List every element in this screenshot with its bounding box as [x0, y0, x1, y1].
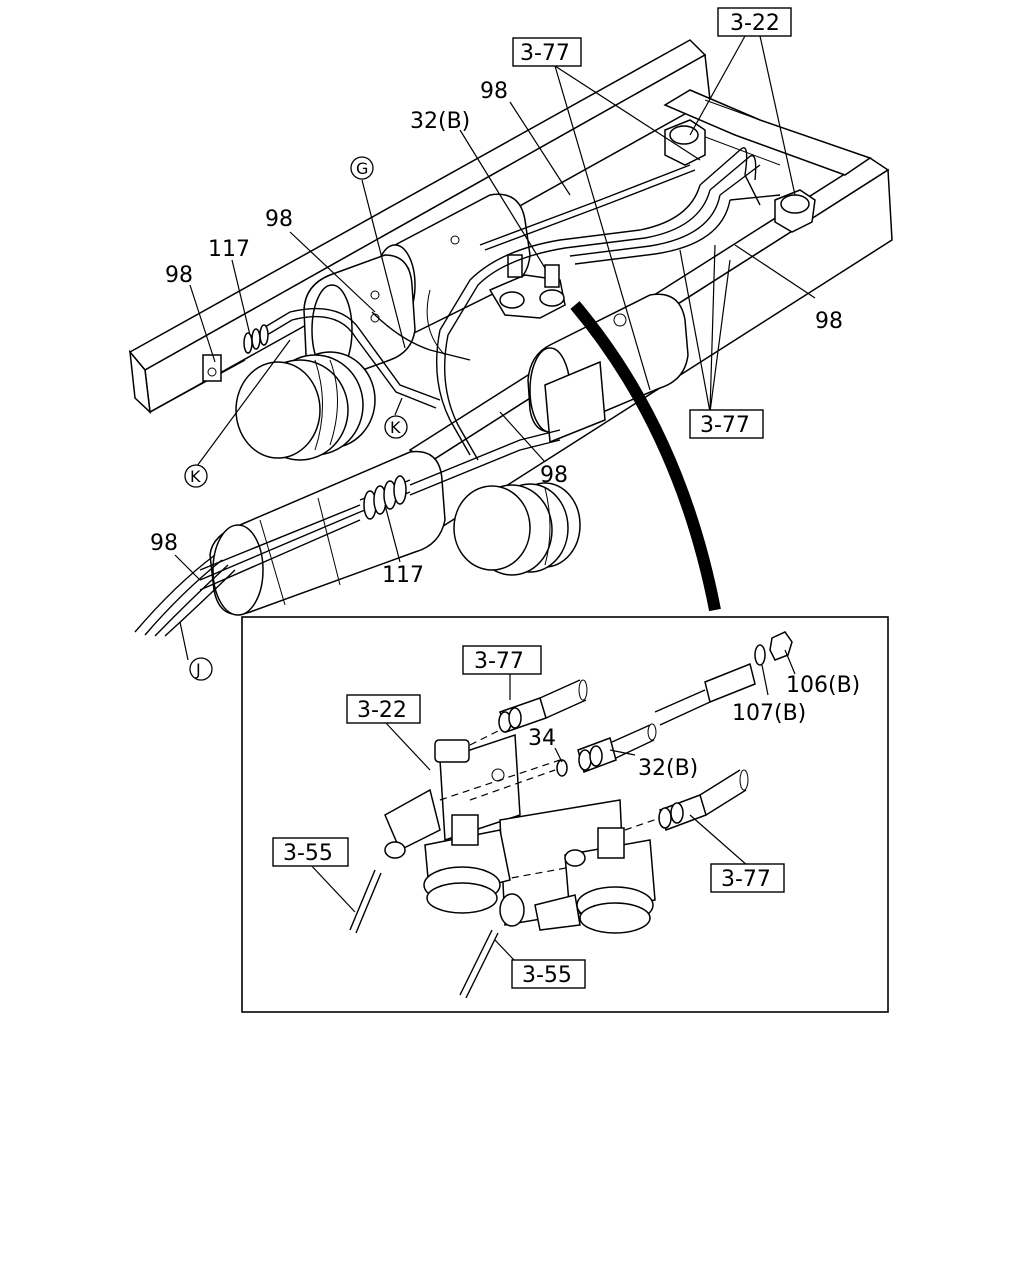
brake-chamber-left [235, 351, 376, 461]
ref-box-3-22-inset: 3-22 [346, 694, 421, 724]
ref-3-55-bottom-text: 3-55 [522, 963, 572, 988]
label-106b: 106(B) [786, 673, 860, 698]
ref-3-77-inset-top-text: 3-77 [474, 649, 524, 674]
circle-ref-k-right-text: K [390, 418, 401, 437]
label-98-third: 98 [165, 263, 193, 288]
detail-leader-curve [570, 301, 721, 612]
leader-lines-upper [174, 35, 816, 661]
label-32b-inset: 32(B) [638, 756, 698, 781]
ref-3-77-mid-text: 3-77 [700, 413, 750, 438]
air-tank-front [209, 450, 446, 616]
label-98-second: 98 [265, 207, 293, 232]
ref-3-77-top-text: 3-77 [520, 41, 570, 66]
corrugated-tube-front [363, 475, 407, 520]
ref-box-3-55-bottom: 3-55 [511, 959, 586, 989]
circle-ref-k-left: K [184, 464, 208, 488]
label-98-top: 98 [480, 79, 508, 104]
ref-3-22-inset-text: 3-22 [357, 698, 407, 723]
circle-ref-g-text: G [356, 159, 368, 178]
valve-cluster [488, 254, 566, 319]
inset-valve-assembly [384, 733, 656, 934]
ref-3-22-top-text: 3-22 [730, 11, 780, 36]
circle-ref-j: J [189, 657, 213, 681]
brake-chamber-right [453, 482, 581, 576]
label-117-bottom: 117 [382, 563, 424, 588]
label-34: 34 [528, 726, 556, 751]
air-tank-right [527, 293, 689, 444]
ref-3-77-inset-right-text: 3-77 [721, 867, 771, 892]
ref-box-3-77-mid: 3-77 [689, 409, 764, 439]
ref-box-3-55-left: 3-55 [272, 837, 349, 867]
ref-box-3-22-top: 3-22 [717, 7, 792, 37]
relay-valve-rear [664, 119, 816, 233]
ref-box-3-77-inset-top: 3-77 [462, 645, 542, 675]
ref-3-55-left-text: 3-55 [283, 841, 333, 866]
clip-left [202, 354, 222, 382]
corrugated-tube-top [243, 324, 269, 354]
label-98-right: 98 [815, 309, 843, 334]
air-pipes [134, 147, 781, 637]
circle-ref-k-left-text: K [190, 467, 201, 486]
label-117-top: 117 [208, 237, 250, 262]
label-107b: 107(B) [732, 701, 806, 726]
leader-lines-inset [307, 649, 796, 961]
label-98-mid: 98 [540, 463, 568, 488]
label-98-left: 98 [150, 531, 178, 556]
label-32b-top: 32(B) [410, 109, 470, 134]
circle-ref-g: G [350, 156, 374, 180]
ref-box-3-77-inset-right: 3-77 [710, 863, 785, 893]
circle-ref-j-text: J [195, 660, 201, 679]
ref-box-3-77-top: 3-77 [512, 37, 582, 67]
circle-ref-k-right: K [384, 415, 408, 439]
